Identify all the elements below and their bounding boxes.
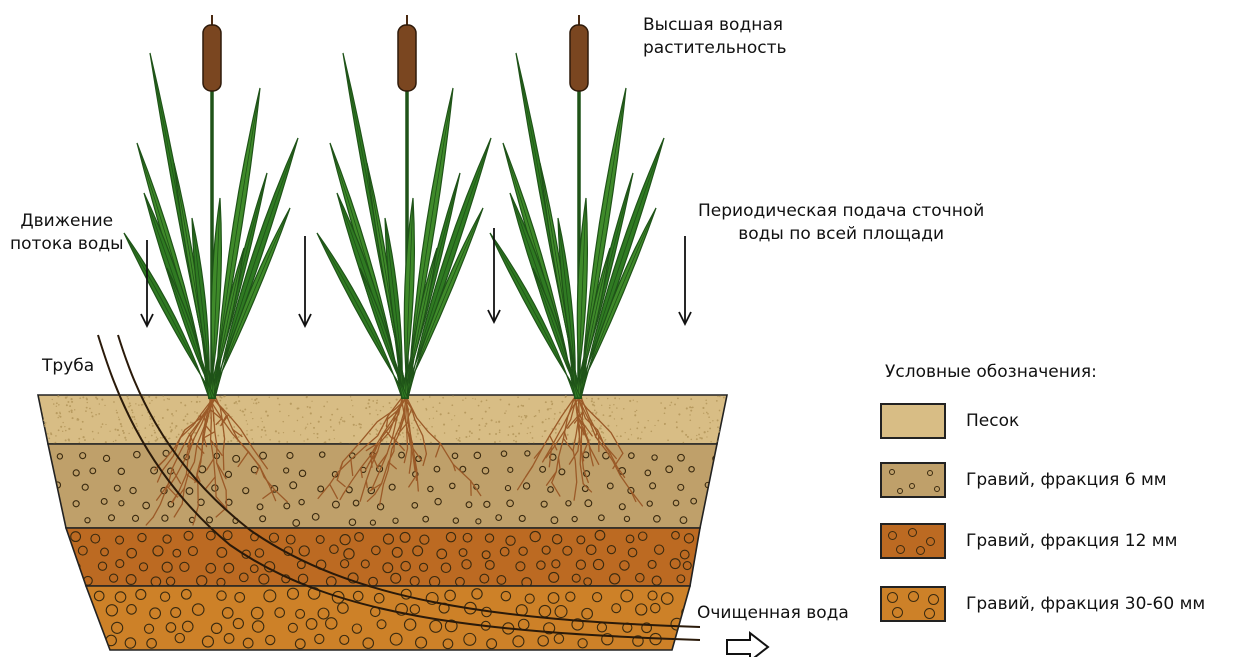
outflow-arrow-icon bbox=[727, 633, 768, 657]
legend-item-sand: Песок bbox=[880, 401, 1019, 441]
gravel-6mm-swatch bbox=[880, 462, 946, 498]
pipe-label: Труба bbox=[42, 355, 94, 378]
down-arrow-icon bbox=[299, 236, 311, 326]
sand-layer bbox=[38, 395, 728, 445]
plants-label: Высшая водная растительность bbox=[643, 14, 787, 60]
legend-item-gravel-30-60mm: Гравий, фракция 30-60 мм bbox=[880, 584, 1205, 624]
gravel-30-60mm-swatch bbox=[880, 586, 946, 622]
gravel-12mm-swatch bbox=[880, 523, 946, 559]
legend-label: Гравий, фракция 6 мм bbox=[966, 470, 1167, 490]
down-arrow-icon bbox=[488, 228, 500, 322]
legend-label: Гравий, фракция 12 мм bbox=[966, 531, 1177, 551]
legend-item-gravel-6mm: Гравий, фракция 6 мм bbox=[880, 460, 1167, 500]
legend-label: Гравий, фракция 30-60 мм bbox=[966, 594, 1205, 614]
supply-label: Периодическая подача сточной воды по все… bbox=[698, 200, 984, 246]
legend-item-gravel-12mm: Гравий, фракция 12 мм bbox=[880, 521, 1177, 561]
sand-swatch bbox=[880, 403, 946, 439]
reed-plant bbox=[317, 15, 491, 398]
reed-plant bbox=[490, 15, 664, 398]
legend-title: Условные обозначения: bbox=[885, 362, 1097, 382]
down-arrow-icon bbox=[679, 236, 691, 324]
outflow-label: Очищенная вода bbox=[697, 602, 849, 625]
gravel-30-60mm-layer bbox=[86, 586, 694, 650]
flow-label: Движение потока воды bbox=[10, 210, 124, 256]
reed-plants bbox=[124, 15, 664, 398]
reed-plant bbox=[124, 15, 298, 398]
gravel-12mm-layer bbox=[66, 528, 700, 587]
legend-label: Песок bbox=[966, 411, 1019, 431]
